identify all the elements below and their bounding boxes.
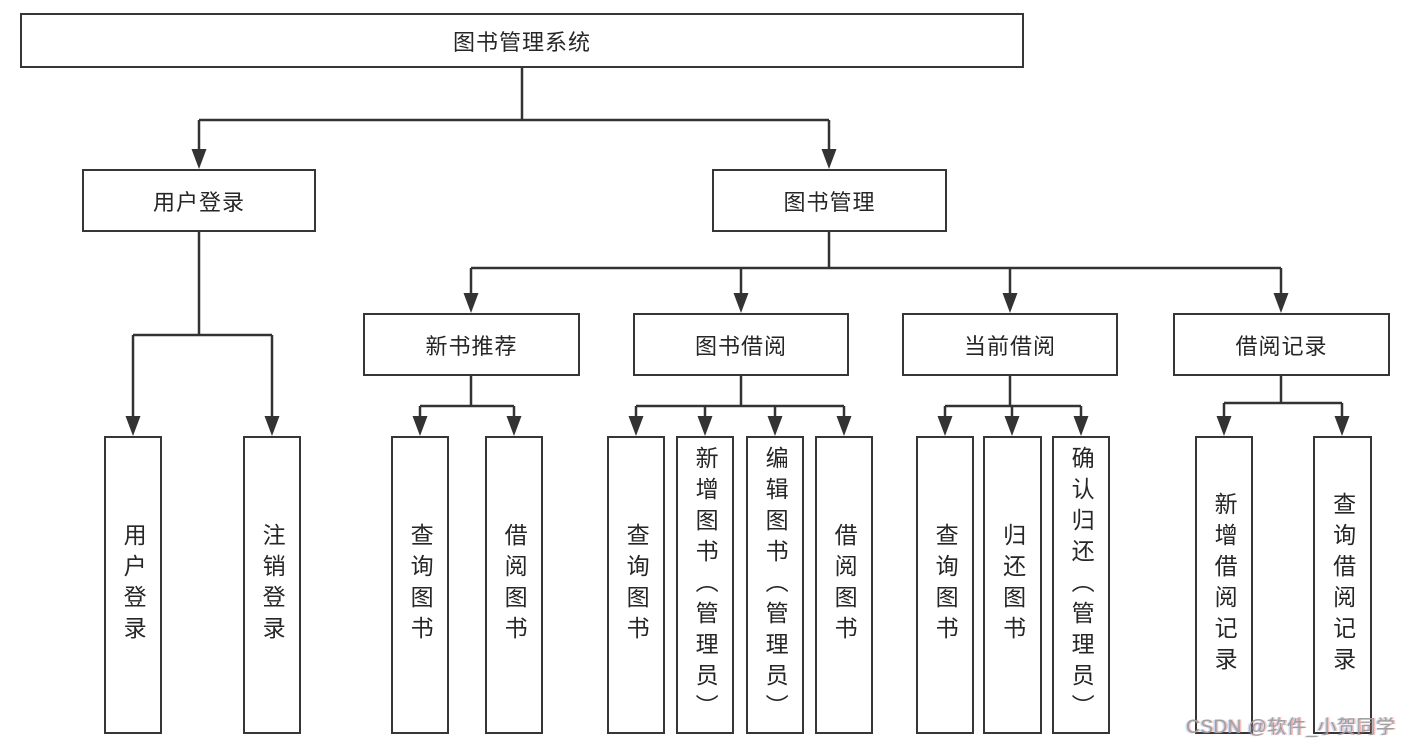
arrow-icon — [1002, 293, 1018, 313]
arrow-icon — [1004, 416, 1020, 436]
arrow-icon — [463, 293, 479, 313]
leaf-borrow-books-borrow: 借阅图书 — [815, 436, 873, 734]
tree-edges — [131, 68, 1344, 422]
arrow-icon — [506, 416, 522, 436]
node-label: 图书管理系统 — [452, 29, 591, 55]
arrow-icon — [1073, 416, 1089, 436]
node-library-management-system: 图书管理系统 — [20, 13, 1024, 68]
arrow-icon — [697, 416, 713, 436]
node-label: 借阅图书 — [831, 523, 858, 647]
arrow-icon — [836, 416, 852, 436]
node-label: 借阅图书 — [501, 523, 528, 647]
arrow-icon — [767, 416, 783, 436]
leaf-logout: 注销登录 — [243, 436, 301, 734]
leaf-query-books-newbook: 查询图书 — [391, 436, 449, 734]
node-label: 归还图书 — [999, 523, 1026, 647]
node-book-borrowing: 图书借阅 — [633, 313, 849, 376]
node-label: 借阅记录 — [1235, 333, 1328, 359]
leaf-add-borrow-record: 新增借阅记录 — [1195, 436, 1253, 734]
node-new-book-recommend: 新书推荐 — [363, 313, 580, 376]
node-label: 当前借阅 — [963, 333, 1056, 359]
leaf-borrow-books-newbook: 借阅图书 — [485, 436, 543, 734]
arrow-icon — [125, 416, 141, 436]
node-borrowing-records: 借阅记录 — [1173, 313, 1390, 376]
arrow-icon — [937, 416, 953, 436]
node-label: 查询图书 — [932, 523, 959, 647]
node-label: 新增图书（管理员） — [692, 445, 719, 725]
arrow-icon — [733, 293, 749, 313]
node-current-borrowing: 当前借阅 — [902, 313, 1118, 376]
node-user-login: 用户登录 — [82, 169, 316, 232]
leaf-query-borrow-record: 查询借阅记录 — [1313, 436, 1372, 734]
node-label: 查询借阅记录 — [1329, 492, 1356, 678]
node-label: 查询图书 — [623, 523, 650, 647]
node-label: 图书管理 — [783, 189, 876, 215]
node-book-management: 图书管理 — [712, 169, 947, 232]
arrow-icon — [1273, 293, 1289, 313]
leaf-query-books-current: 查询图书 — [916, 436, 974, 734]
node-label: 新书推荐 — [425, 333, 518, 359]
arrow-icon — [821, 149, 837, 169]
arrow-icon — [1334, 416, 1350, 436]
arrow-heads — [125, 149, 1350, 436]
arrow-icon — [412, 416, 428, 436]
node-label: 编辑图书（管理员） — [762, 445, 789, 725]
arrow-icon — [264, 416, 280, 436]
arrow-icon — [628, 416, 644, 436]
node-label: 查询图书 — [407, 523, 434, 647]
node-label: 图书借阅 — [694, 333, 787, 359]
leaf-user-login: 用户登录 — [104, 436, 162, 734]
node-label: 新增借阅记录 — [1211, 492, 1238, 678]
node-label: 用户登录 — [120, 523, 147, 647]
leaf-return-book: 归还图书 — [983, 436, 1042, 734]
leaf-query-books-borrow: 查询图书 — [607, 436, 665, 734]
leaf-add-book-admin: 新增图书（管理员） — [676, 436, 734, 734]
arrow-icon — [191, 149, 207, 169]
node-label: 用户登录 — [152, 189, 245, 215]
csdn-watermark: CSDN @软件_小贺同学 — [1186, 717, 1396, 738]
leaf-edit-book-admin: 编辑图书（管理员） — [746, 436, 804, 734]
node-label: 确认归还（管理员） — [1068, 445, 1095, 725]
node-label: 注销登录 — [259, 523, 286, 647]
arrow-icon — [1216, 416, 1232, 436]
leaf-confirm-return-admin: 确认归还（管理员） — [1052, 436, 1110, 734]
